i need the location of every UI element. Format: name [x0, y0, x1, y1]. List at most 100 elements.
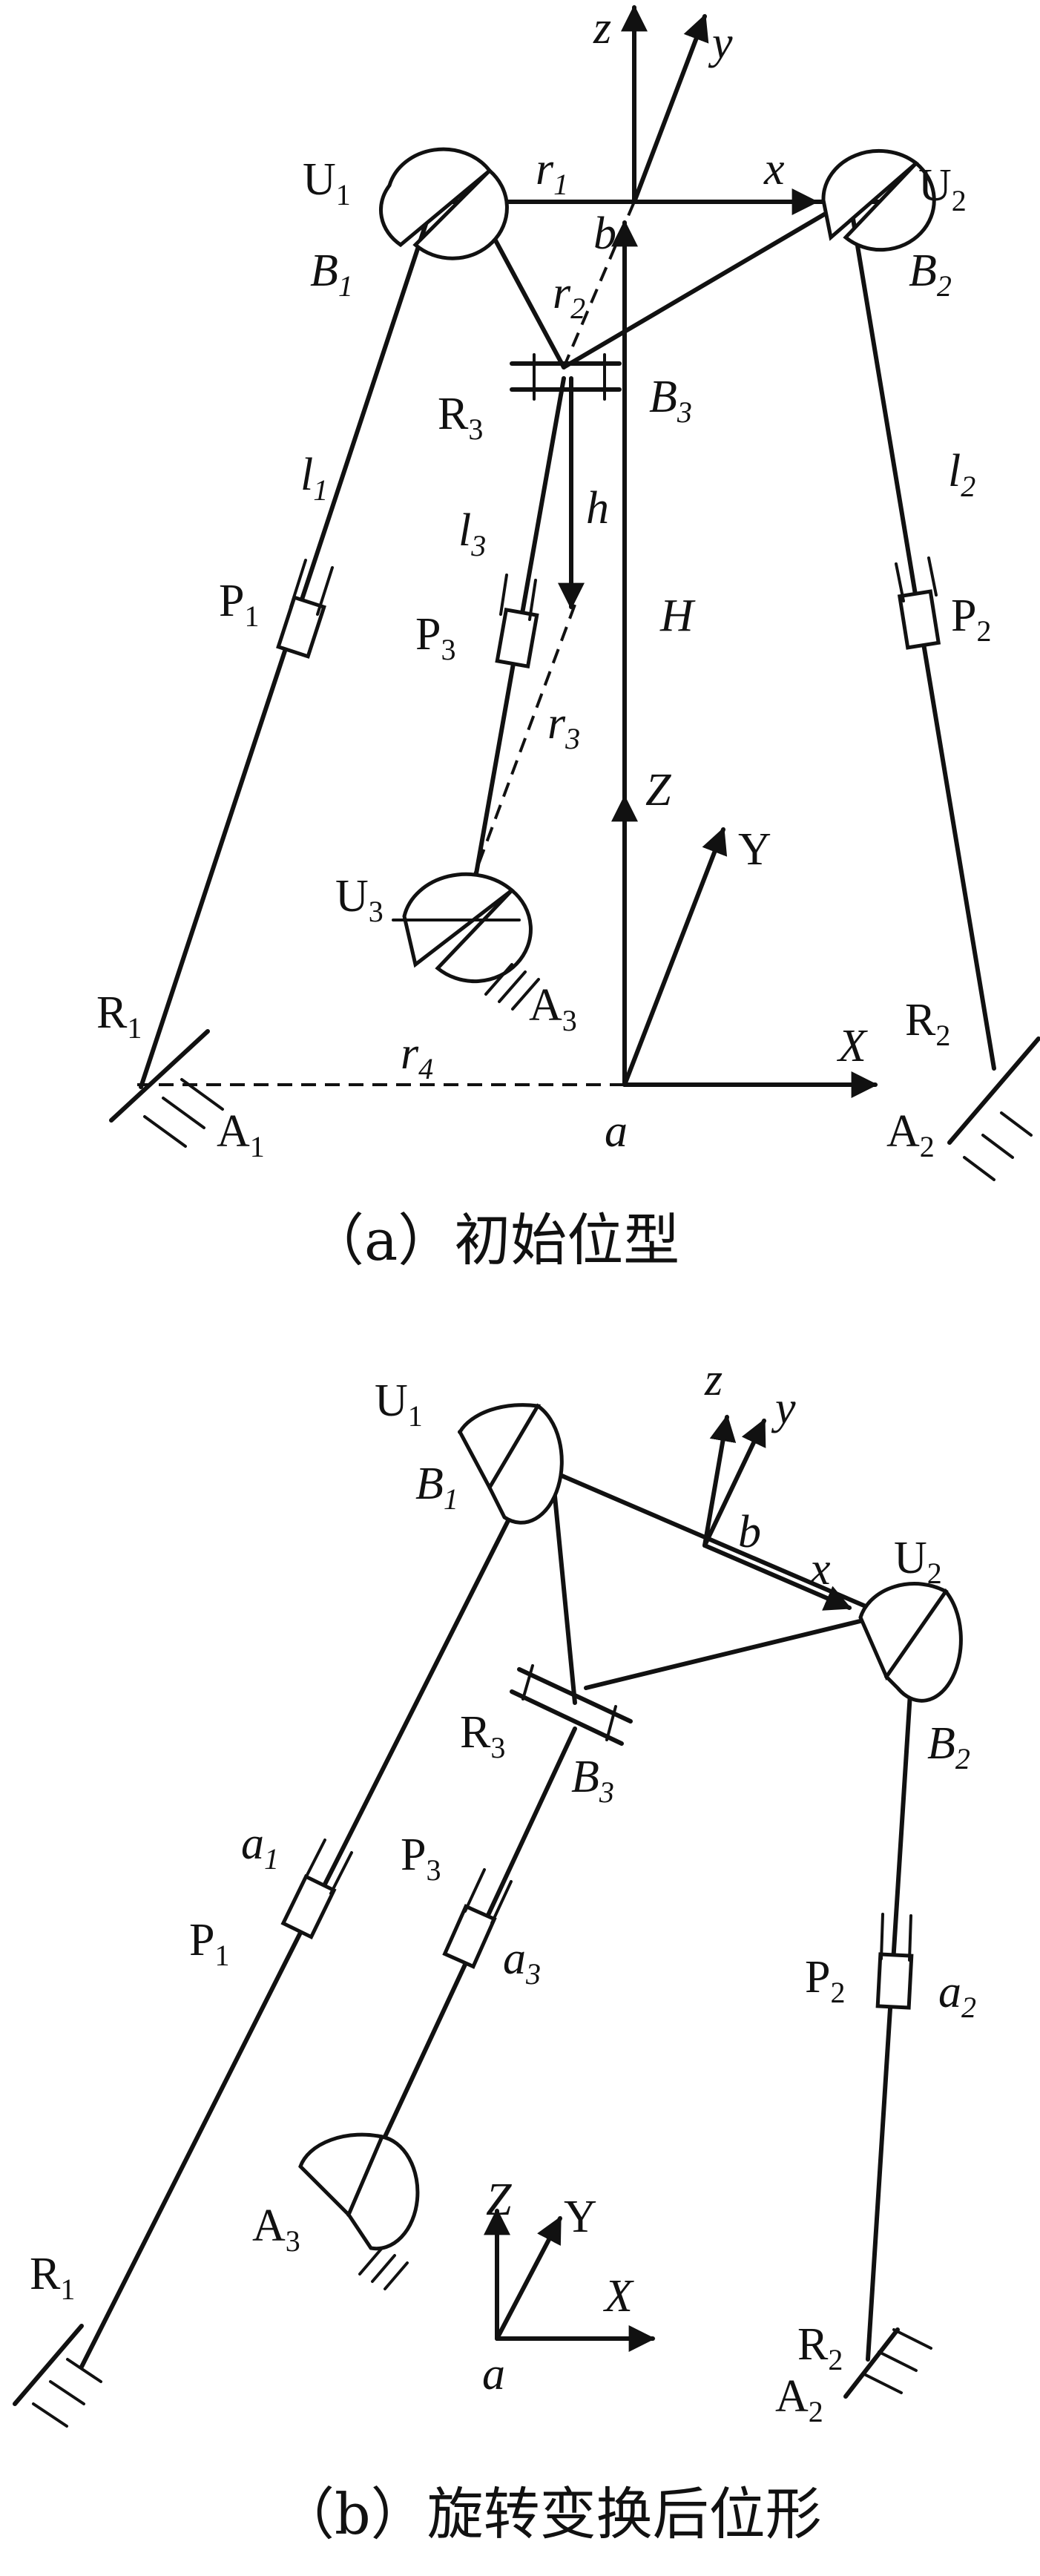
label-y-b: y	[771, 1383, 796, 1433]
universal-joint-u2-a	[821, 148, 936, 252]
r2-hatch-2-b	[878, 2350, 918, 2372]
base-joint-r1-a	[109, 1029, 224, 1148]
label-b-a: b	[593, 208, 616, 259]
label-b3-a: B3	[649, 372, 692, 429]
label-a1-a: A1	[217, 1106, 265, 1163]
u3-hatch-1	[484, 963, 513, 996]
r2-hatch-1-b	[863, 2373, 903, 2394]
label-l3-a: l3	[458, 505, 486, 562]
label-r1-a: r1	[536, 144, 568, 201]
x-axis-arrow-b	[702, 1543, 852, 1611]
u3-lower-cup	[435, 887, 533, 984]
figure-a: U1 B1 r1 z y x U2 B2 b r2 R3 B3 l1 l2 l3…	[96, 3, 1040, 1273]
prismatic-joint-p3-b	[442, 1904, 497, 1969]
label-a3-a: A3	[529, 980, 577, 1037]
base-joint-r2-b	[843, 2327, 932, 2399]
r2-hatch-3	[1000, 1111, 1033, 1137]
r1-hatch-1-b	[32, 2402, 68, 2428]
u1-lower-cup	[412, 168, 509, 260]
r3-cap-left-b	[521, 1664, 534, 1701]
base-joint-r2-a	[947, 1036, 1040, 1181]
label-p2-a: P2	[951, 591, 991, 648]
label-p1-a: P1	[219, 576, 259, 633]
z-axis-arrow-b	[702, 1414, 737, 1548]
label-X-b: X	[602, 2271, 634, 2322]
label-Z-b: Z	[486, 2175, 512, 2225]
leg-2-rod-b	[866, 1656, 915, 2362]
leg-2-a	[851, 217, 996, 1071]
figure-b: U1 B1 z y b x U2 B2 R3 B3 a1 P3 P1 a3 P2…	[13, 1355, 976, 2547]
label-b2-b: B2	[927, 1718, 970, 1775]
label-p3-b: P3	[401, 1830, 441, 1887]
u2-lower-cup-b	[883, 1588, 963, 1703]
label-x-b: x	[809, 1544, 831, 1594]
a3-hatch-1-b	[358, 2247, 384, 2276]
label-p3-a: P3	[415, 609, 455, 666]
y-axis-arrow	[632, 13, 709, 204]
a3-upper-cup-b	[298, 2132, 385, 2218]
label-H-a: H	[659, 591, 696, 641]
label-a2-b: A2	[775, 2371, 823, 2428]
u2-upper-cup	[821, 148, 919, 241]
u3-hatch-2	[498, 970, 527, 1003]
r1-bar-b	[13, 2324, 84, 2406]
universal-joint-u1-a	[378, 147, 509, 260]
p1-guide-left-b	[303, 1839, 326, 1882]
u2-upper-cup-b	[858, 1582, 949, 1681]
prismatic-joint-p2	[897, 589, 941, 650]
p2-guide-right-b	[908, 1914, 912, 1962]
r2-bar-b	[843, 2327, 900, 2399]
label-a-origin-b: a	[482, 2349, 505, 2399]
label-r3-joint-a: R3	[438, 389, 483, 446]
label-b1-b: B1	[415, 1459, 458, 1516]
leg-3-b	[346, 1726, 577, 2217]
label-X-a: X	[836, 1021, 868, 1071]
caption-b: （b）旋转变换后位形	[278, 2481, 822, 2547]
label-r1-joint-b: R1	[30, 2249, 75, 2306]
universal-joint-a3-b	[298, 2132, 420, 2290]
r2-hatch-2	[981, 1134, 1014, 1159]
platform-edge-b2-b3-b	[584, 1615, 878, 1690]
label-a2-a: A2	[886, 1106, 935, 1163]
y-axis-arrow-b	[702, 1418, 766, 1548]
u1-lower-cup-b	[487, 1403, 564, 1525]
r1-bar	[109, 1029, 210, 1123]
leg-3-rod-b	[346, 1726, 577, 2217]
r3-bar-top-b	[517, 1667, 633, 1724]
label-r3-a: r3	[547, 698, 580, 755]
label-b-b: b	[738, 1507, 761, 1557]
u2-lower-cup	[843, 160, 936, 252]
label-r2-a: r2	[553, 268, 585, 325]
r1-hatch-2	[162, 1097, 205, 1129]
label-a2-small-b: a2	[938, 1967, 976, 2024]
p3-guide-right	[528, 579, 537, 621]
label-u1-b: U1	[375, 1376, 423, 1433]
p2-guide-left-b	[880, 1913, 884, 1960]
universal-joint-u3-a	[392, 872, 540, 1011]
r3-bar-bottom-b	[510, 1689, 624, 1746]
leg-3-a	[467, 376, 585, 893]
label-u2-a: U2	[918, 160, 967, 217]
p1-guide-right-b	[329, 1851, 353, 1895]
label-z-a: z	[593, 3, 611, 53]
fixed-frame-b	[484, 2208, 656, 2352]
prismatic-joint-p3	[495, 607, 539, 669]
u1-upper-cup-b	[458, 1403, 542, 1492]
p2-guide-right	[927, 556, 938, 597]
r2-hatch-3-b	[892, 2328, 932, 2350]
moving-frame-b	[702, 1414, 852, 1611]
r1-hatch-2-b	[49, 2380, 85, 2405]
leg-1-rod	[139, 213, 431, 1089]
leg-1-b	[79, 1489, 525, 2369]
prismatic-joint-p2-b	[875, 1952, 914, 2010]
p2-guide-left	[895, 562, 905, 602]
universal-joint-u2-b	[858, 1582, 963, 1703]
label-p1-b: P1	[189, 1915, 229, 1972]
prismatic-joint-p1	[276, 595, 326, 659]
label-b3-b: B3	[571, 1752, 614, 1809]
leg-1-a	[139, 213, 431, 1089]
label-Y-b: Y	[564, 2192, 597, 2242]
r1-hatch-3	[180, 1078, 224, 1111]
label-u1-a: U1	[303, 154, 351, 211]
